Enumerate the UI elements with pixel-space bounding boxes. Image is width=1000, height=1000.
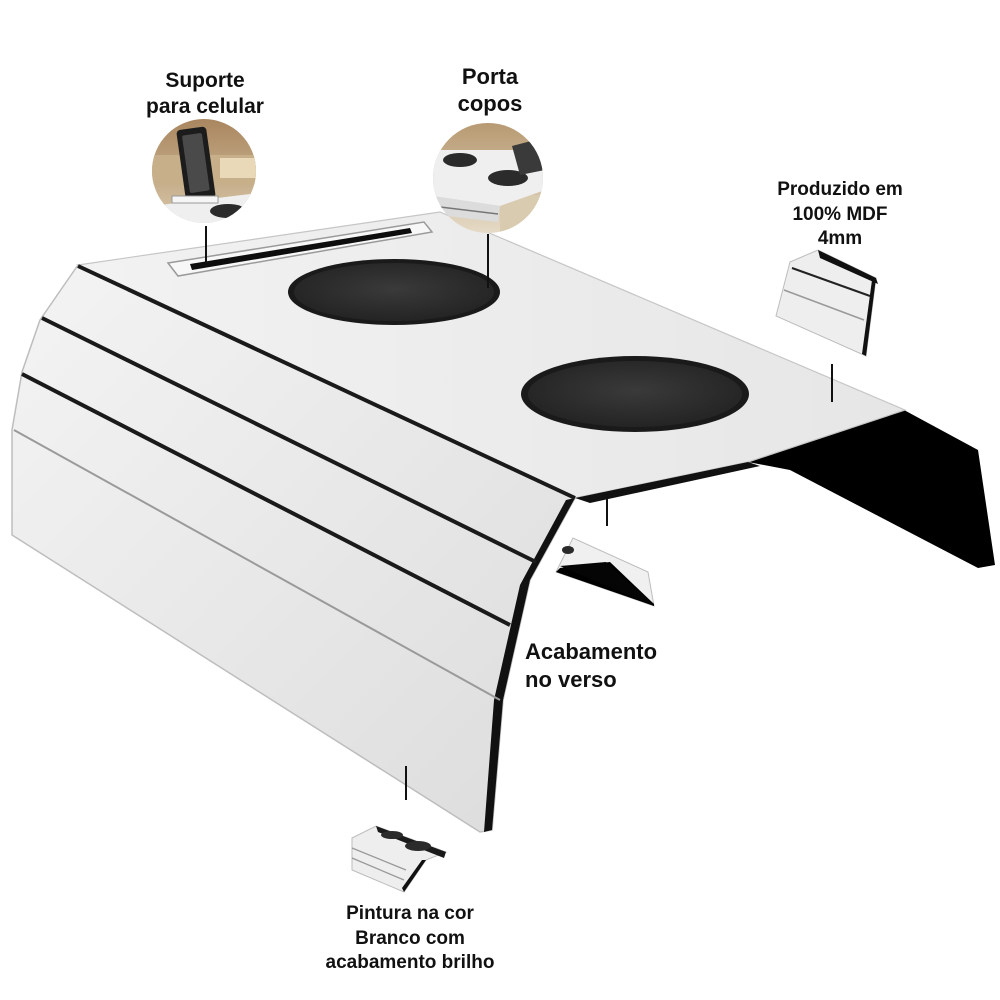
cup-holder-label-line1: Porta: [461, 64, 519, 89]
tray-back-face: [748, 410, 995, 568]
paint-label-line2: Branco com: [355, 927, 465, 949]
groove-line: [13, 429, 501, 701]
cup-holder-2: [521, 356, 749, 432]
phone-holder-label-line2: para celular: [146, 94, 264, 118]
material-label: Produzido em 100% MDF 4mm: [750, 178, 930, 252]
cup-holder-label-line2: copos: [457, 90, 523, 116]
back-finish-label-line1: Acabamento: [525, 639, 658, 664]
back-finish-thumbnail: [555, 537, 655, 607]
material-label-line2: 100% MDF: [792, 203, 888, 225]
back-finish-label: Acabamento no verso: [525, 638, 705, 693]
paint-sample-thumbnail: [351, 825, 448, 893]
tray-edge: [575, 462, 760, 503]
phone-slot: [166, 221, 434, 277]
material-label-line1: Produzido em: [777, 179, 903, 200]
material-label-line3: 4mm: [817, 228, 863, 250]
back-finish-label-line2: no verso: [525, 666, 617, 692]
mdf-sample-thumbnail: [775, 249, 878, 357]
groove-line: [77, 264, 576, 500]
groove-line: [41, 316, 537, 564]
callout-lines: [205, 226, 833, 800]
paint-label: Pintura na cor Branco com acabamento bri…: [290, 902, 530, 976]
paint-label-line3: acabamento brilho: [325, 952, 495, 974]
cup-holder-1: [288, 259, 500, 325]
groove-line: [21, 372, 511, 627]
phone-holder-thumbnail: [152, 119, 256, 223]
tray-front-face: [11, 264, 577, 833]
paint-label-line1: Pintura na cor: [346, 903, 474, 924]
tray-curve-edge: [484, 498, 575, 832]
armrest-tray: [11, 211, 995, 833]
cup-holder-label: Porta copos: [430, 64, 550, 118]
phone-holder-label-line1: Suporte: [165, 69, 245, 92]
phone-holder-label: Suporte para celular: [130, 68, 280, 119]
